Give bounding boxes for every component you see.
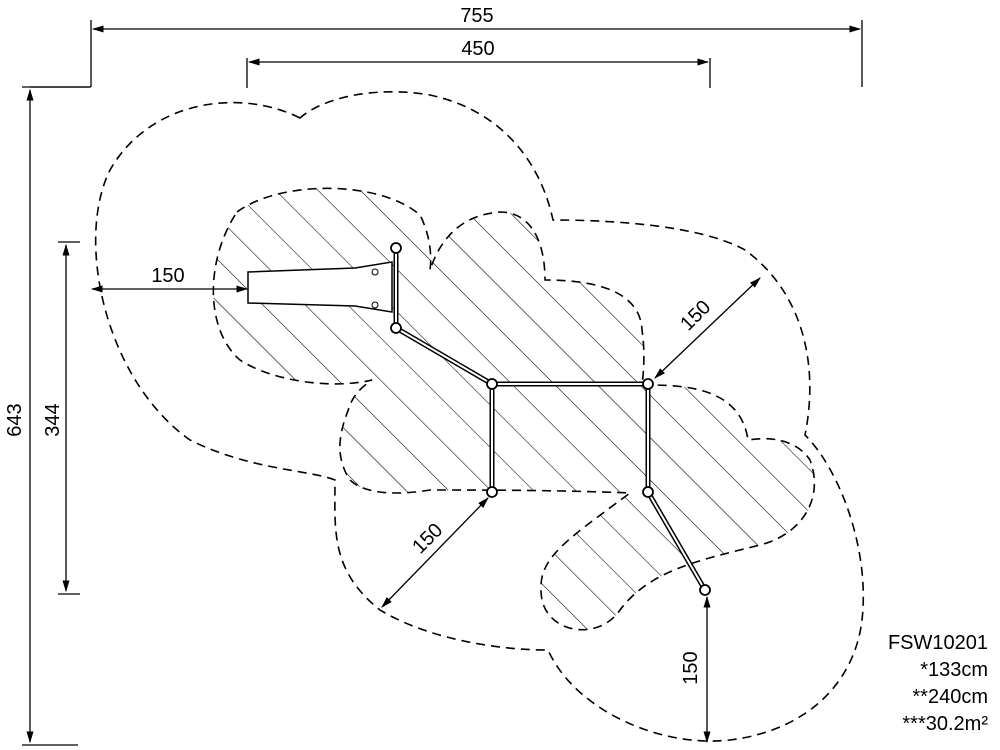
- impact-area-hatched: [212, 187, 816, 631]
- product-code: FSW10201: [887, 632, 988, 654]
- outer-safety-zone: [94, 91, 865, 742]
- product-spec-fall-height: **240cm: [912, 686, 988, 708]
- inner-width-label: 450: [461, 38, 494, 60]
- overall-width-label: 755: [460, 5, 493, 27]
- post-icon: [642, 486, 654, 498]
- slide-platform: [247, 261, 393, 313]
- post-icon: [486, 378, 498, 390]
- safety-upper-right-label: 150: [676, 296, 715, 335]
- safety-bottom-label: 150: [680, 651, 702, 684]
- safety-left-label: 150: [151, 265, 184, 287]
- dimension-overall-height: [22, 86, 90, 746]
- dimension-overall-width: [30, 20, 863, 88]
- product-info: FSW10201 *133cm **240cm ***30.2m²: [828, 630, 988, 738]
- post-icon: [486, 486, 498, 498]
- post-icon: [642, 378, 654, 390]
- overall-height-label: 643: [4, 403, 26, 436]
- post-icon: [699, 584, 711, 596]
- safety-lower-left-label: 150: [408, 519, 447, 558]
- safety-lower-left-arrow: [381, 497, 489, 608]
- platform-bolt-icon: [371, 301, 379, 309]
- dimension-inner-width: [246, 58, 711, 88]
- safety-upper-right-arrow: [654, 277, 761, 379]
- inner-height-label: 344: [42, 403, 64, 436]
- post-icon: [390, 322, 402, 334]
- post-icon: [390, 242, 402, 254]
- product-spec-height: *133cm: [920, 659, 988, 681]
- product-spec-area: ***30.2m²: [902, 713, 988, 735]
- dimension-inner-height: [58, 241, 80, 595]
- equipment-posts: [390, 242, 711, 596]
- platform-bolt-icon: [371, 268, 379, 276]
